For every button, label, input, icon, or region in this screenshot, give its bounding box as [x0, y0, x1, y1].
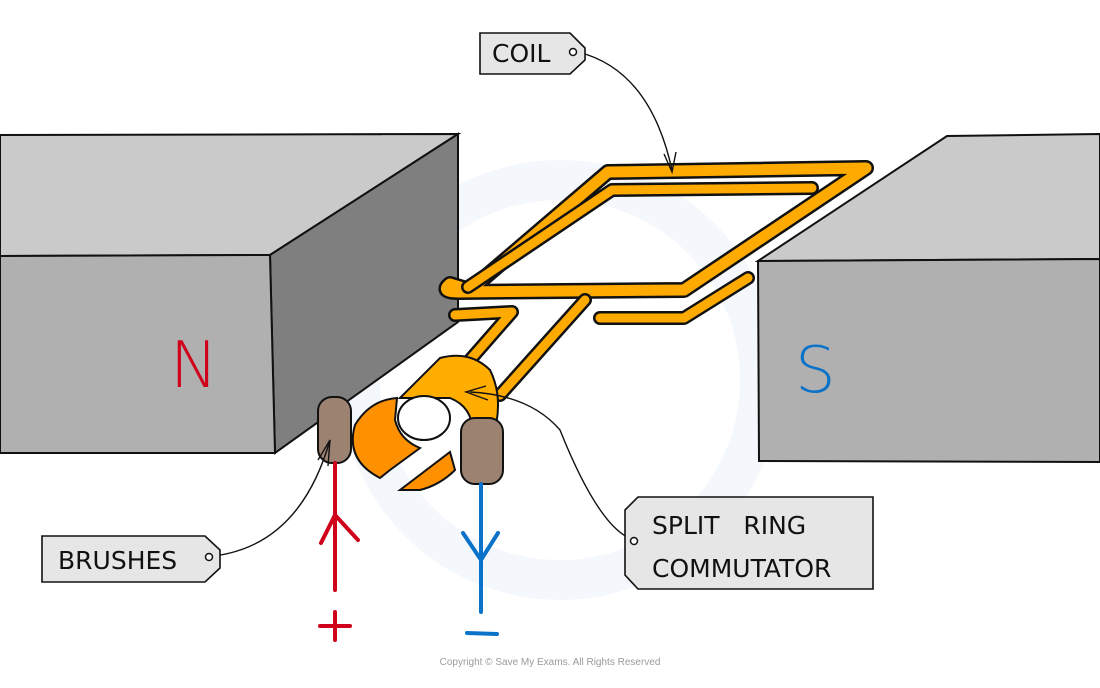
coil — [438, 160, 874, 402]
brushes-leader-arrow-icon — [317, 439, 331, 467]
commutator-label-line1: SPLIT RING — [652, 511, 806, 540]
current-arrow-down-icon — [461, 531, 500, 564]
commutator-leader-arrow-icon — [463, 385, 489, 401]
south-magnet-front — [756, 257, 1100, 464]
brushes-label-tag: BRUSHES — [41, 535, 221, 583]
negative-lead — [461, 482, 500, 636]
commutator-half-front-left — [351, 396, 423, 480]
commutator-label-line2: COMMUTATOR — [652, 554, 831, 583]
commutator-gap — [397, 395, 451, 441]
commutator-label-tag: SPLIT RING COMMUTATOR — [624, 496, 874, 590]
south-magnet: S — [754, 132, 1100, 464]
tag-hole-icon — [204, 552, 214, 562]
tag-hole-icon — [568, 47, 578, 57]
commutator-half-front-right — [397, 450, 457, 491]
south-magnet-top — [754, 132, 1100, 263]
brush-right — [460, 417, 504, 485]
coil-label: COIL — [492, 39, 551, 68]
current-arrow-up-icon — [319, 511, 360, 545]
minus-sign — [465, 631, 499, 636]
brushes-leader — [213, 439, 331, 557]
north-pole-label: N — [170, 329, 218, 403]
positive-lead — [318, 461, 360, 642]
coil-label-tag: COIL — [479, 32, 586, 75]
copyright-notice: Copyright © Save My Exams. All Rights Re… — [440, 657, 661, 668]
north-magnet-front — [0, 253, 277, 454]
brushes-label: BRUSHES — [58, 546, 177, 575]
coil-leader — [577, 51, 673, 171]
south-pole-label: S — [795, 334, 836, 408]
leader-lines — [213, 51, 677, 557]
tag-hole-icon — [629, 536, 639, 546]
commutator-leader — [469, 391, 635, 541]
coil-leader-arrow-icon — [663, 151, 677, 175]
north-magnet: N — [0, 132, 462, 455]
